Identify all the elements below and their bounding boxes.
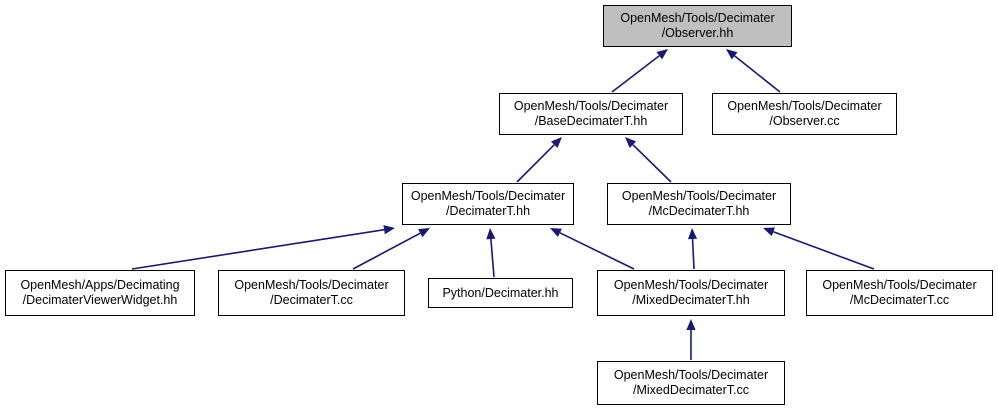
edge-line-python_decimater_hh-to-decimatert_hh	[490, 238, 495, 278]
node-decimatert-cc[interactable]: OpenMesh/Tools/Decimater/DecimaterT.cc	[218, 270, 405, 316]
node-decimaterviewerwidget-hh[interactable]: OpenMesh/Apps/Decimating/DecimaterViewer…	[5, 270, 195, 316]
node-label-line1: OpenMesh/Tools/Decimater	[620, 11, 775, 25]
edge-arrowhead-mixeddecimatert_hh-to-mcdecimatert_hh	[687, 228, 698, 240]
node-label-line2: /Observer.hh	[661, 26, 734, 40]
node-label-line1: OpenMesh/Apps/Decimating	[20, 278, 180, 292]
node-label-line2: /McDecimaterT.cc	[849, 293, 950, 307]
edge-line-mcdecimatert_hh-to-basedecimatert_hh	[632, 144, 672, 183]
node-decimatert-hh[interactable]: OpenMesh/Tools/Decimater/DecimaterT.hh	[402, 183, 574, 225]
edge-line-observer_cc-to-observer_hh	[734, 55, 781, 93]
edge-arrowhead-decimatert_cc-to-decimatert_hh	[418, 228, 430, 238]
node-label-line1: OpenMesh/Tools/Decimater	[621, 189, 777, 203]
node-observer-cc[interactable]: OpenMesh/Tools/Decimater/Observer.cc	[712, 93, 897, 135]
node-label-line1: OpenMesh/Tools/Decimater	[410, 189, 566, 203]
edge-line-decimatert_hh-to-basedecimatert_hh	[516, 144, 555, 183]
edge-line-decimaterviewerwidget_hh-to-decimatert_hh	[131, 228, 385, 270]
edge-arrowhead-decimaterviewerwidget_hh-to-decimatert_hh	[383, 225, 395, 235]
node-mcdecimatert-hh[interactable]: OpenMesh/Tools/Decimater/McDecimaterT.hh	[607, 183, 791, 225]
node-mcdecimatert-cc[interactable]: OpenMesh/Tools/Decimater/McDecimaterT.cc	[806, 270, 993, 316]
edge-line-mixeddecimatert_hh-to-mcdecimatert_hh	[691, 238, 695, 270]
node-label-line1: OpenMesh/Tools/Decimater	[727, 99, 882, 113]
node-mixeddecimatert-cc[interactable]: OpenMesh/Tools/Decimater/MixedDecimaterT…	[597, 361, 785, 405]
node-label-line2: /MixedDecimaterT.cc	[633, 383, 749, 397]
edge-line-decimatert_cc-to-decimatert_hh	[352, 232, 421, 270]
node-label-line1: OpenMesh/Tools/Decimater	[513, 99, 669, 113]
edge-arrowhead-decimatert_hh-to-basedecimatert_hh	[550, 137, 562, 149]
node-label-line2: /DecimaterT.hh	[445, 204, 531, 218]
node-label-line1: Python/Decimater.hh	[442, 285, 559, 300]
edge-arrowhead-mcdecimatert_cc-to-mcdecimatert_hh	[763, 227, 775, 237]
node-label-line2: /DecimaterViewerWidget.hh	[22, 293, 178, 307]
node-label-line2: /McDecimaterT.hh	[648, 204, 750, 218]
node-label-line2: /MixedDecimaterT.hh	[632, 293, 750, 307]
edge-arrowhead-mixeddecimatert_hh-to-decimatert_hh	[550, 228, 562, 237]
node-basedecimatert-hh[interactable]: OpenMesh/Tools/Decimater/BaseDecimaterT.…	[499, 93, 683, 135]
edge-arrowhead-basedecimatert_hh-to-observer_hh	[656, 49, 668, 60]
node-label-line2: /BaseDecimaterT.hh	[534, 114, 648, 128]
node-observer-hh[interactable]: OpenMesh/Tools/Decimater/Observer.hh	[603, 5, 792, 47]
node-label-line1: OpenMesh/Tools/Decimater	[234, 278, 389, 292]
edge-arrowhead-python_decimater_hh-to-decimatert_hh	[486, 228, 496, 240]
edge-line-mcdecimatert_cc-to-mcdecimatert_hh	[773, 231, 875, 270]
node-label-line1: OpenMesh/Tools/Decimater	[613, 278, 769, 292]
node-mixeddecimatert-hh[interactable]: OpenMesh/Tools/Decimater/MixedDecimaterT…	[597, 270, 785, 316]
node-label-line1: OpenMesh/Tools/Decimater	[822, 278, 977, 292]
node-label-line2: /Observer.cc	[769, 114, 840, 128]
node-label-line2: /DecimaterT.cc	[270, 293, 353, 307]
edge-arrowhead-mixeddecimatert_cc-to-mixeddecimatert_hh	[686, 319, 696, 330]
node-label-line1: OpenMesh/Tools/Decimater	[613, 368, 769, 382]
node-python-decimater-hh[interactable]: Python/Decimater.hh	[428, 278, 573, 308]
edge-arrowhead-mcdecimatert_hh-to-basedecimatert_hh	[625, 137, 637, 148]
edge-line-basedecimatert_hh-to-observer_hh	[611, 55, 660, 93]
edge-arrowhead-observer_cc-to-observer_hh	[726, 49, 738, 60]
edge-line-mixeddecimatert_hh-to-decimatert_hh	[559, 232, 635, 270]
